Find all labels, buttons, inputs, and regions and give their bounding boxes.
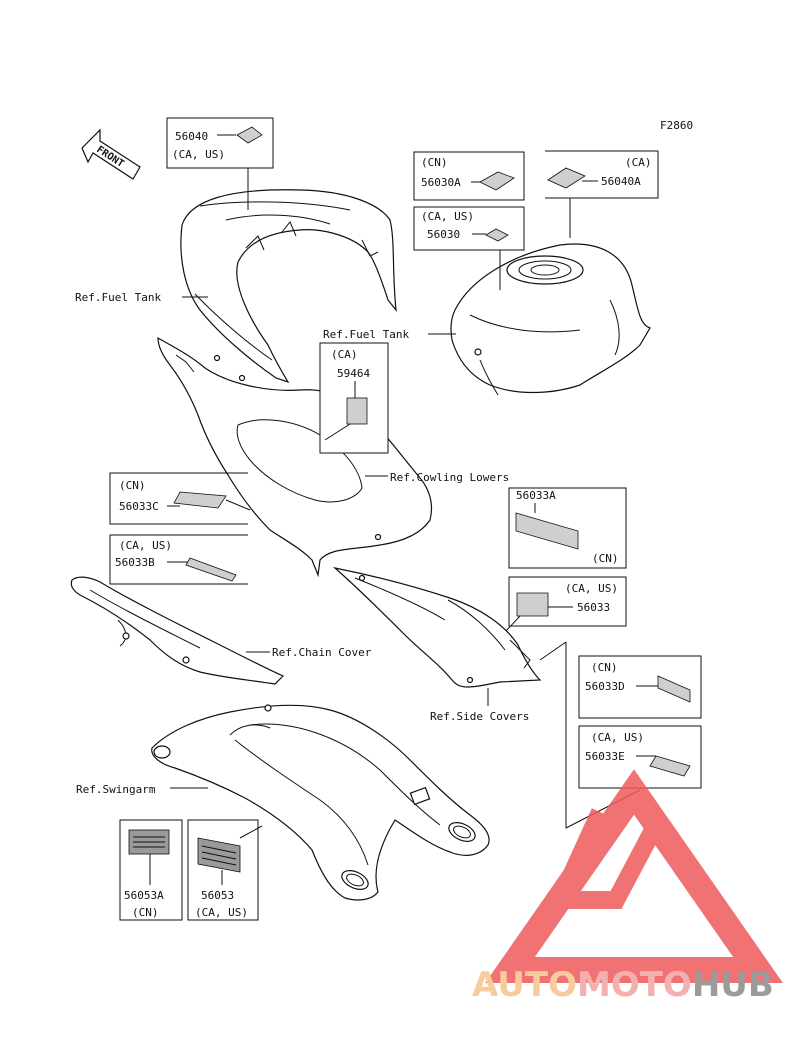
ref-side-covers: Ref.Side Covers (430, 710, 529, 723)
seat-cowl-part (180, 189, 397, 384)
part-56040a-region: (CA) (625, 156, 652, 169)
logo-text: AUTOMOTOHUB (472, 965, 774, 1005)
fuel-tank-part (450, 243, 651, 396)
part-56053-region: (CA, US) (195, 906, 248, 919)
logo-text-auto: AUTO (472, 965, 577, 1005)
ref-chain-cover: Ref.Chain Cover (272, 646, 372, 659)
part-56040-label: 56040 (175, 130, 208, 143)
part-56030a-label: 56030A (421, 176, 461, 189)
callout-56030: (CA, US) 56030 (413, 206, 525, 290)
part-56033b-label: 56033B (115, 556, 155, 569)
logo-text-moto: MOTO (577, 965, 692, 1005)
callout-56033b: (CA, US) 56033B (109, 534, 248, 585)
part-59464-label: 59464 (337, 367, 370, 380)
part-56033a-region: (CN) (592, 552, 619, 565)
front-arrow-icon: FRONT (81, 128, 141, 180)
part-56033a-label: 56033A (516, 489, 556, 502)
ref-fuel-tank-left: Ref.Fuel Tank (75, 291, 161, 304)
automotohub-logo: AUTOMOTOHUB (472, 769, 783, 1005)
part-56053a-label: 56053A (124, 889, 164, 902)
ref-swingarm: Ref.Swingarm (76, 783, 156, 796)
callout-56030a: (CN) 56030A (413, 151, 525, 201)
callout-59464: (CA) 59464 (319, 342, 389, 454)
logo-inner-mark (546, 808, 660, 909)
part-56033d-region: (CN) (591, 661, 618, 674)
callout-56053: 56053 (CA, US) (187, 819, 263, 921)
logo-text-hub: HUB (692, 965, 774, 1005)
part-56033e-region: (CA, US) (591, 731, 644, 744)
part-59464-region: (CA) (331, 348, 358, 361)
part-56033d-label: 56033D (585, 680, 625, 693)
callout-56053a: 56053A (CN) (119, 819, 183, 921)
part-56033-label: 56033 (577, 601, 610, 614)
swingarm-part (151, 704, 490, 901)
cowling-lower-part (157, 336, 433, 578)
part-56053-label: 56053 (201, 889, 234, 902)
callout-56033a: 56033A (CN) (508, 487, 627, 569)
ref-cowling-lowers: Ref.Cowling Lowers (390, 471, 509, 484)
part-56053a-region: (CN) (132, 906, 159, 919)
part-56030a-region: (CN) (421, 156, 448, 169)
part-56030-region: (CA, US) (421, 210, 474, 223)
chain-cover-part (70, 576, 285, 685)
part-56040a-label: 56040A (601, 175, 641, 188)
ref-fuel-tank-right: Ref.Fuel Tank (323, 328, 409, 341)
callout-56033: (CA, US) 56033 (489, 576, 627, 649)
part-56033c-label: 56033C (119, 500, 159, 513)
part-56033e-label: 56033E (585, 750, 625, 763)
part-56030-label: 56030 (427, 228, 460, 241)
callout-56040a: (CA) 56040A (545, 150, 659, 238)
part-56033c-region: (CN) (119, 479, 146, 492)
callout-56033d: (CN) 56033D (578, 655, 702, 719)
part-56033b-region: (CA, US) (119, 539, 172, 552)
part-56033-region: (CA, US) (565, 582, 618, 595)
figure-code: F2860 (660, 119, 693, 132)
callout-56040: 56040 (CA, US) (166, 117, 274, 210)
callout-56033c: (CN) 56033C (109, 472, 251, 525)
part-56040-region: (CA, US) (172, 148, 225, 161)
side-cover-part (332, 566, 542, 688)
